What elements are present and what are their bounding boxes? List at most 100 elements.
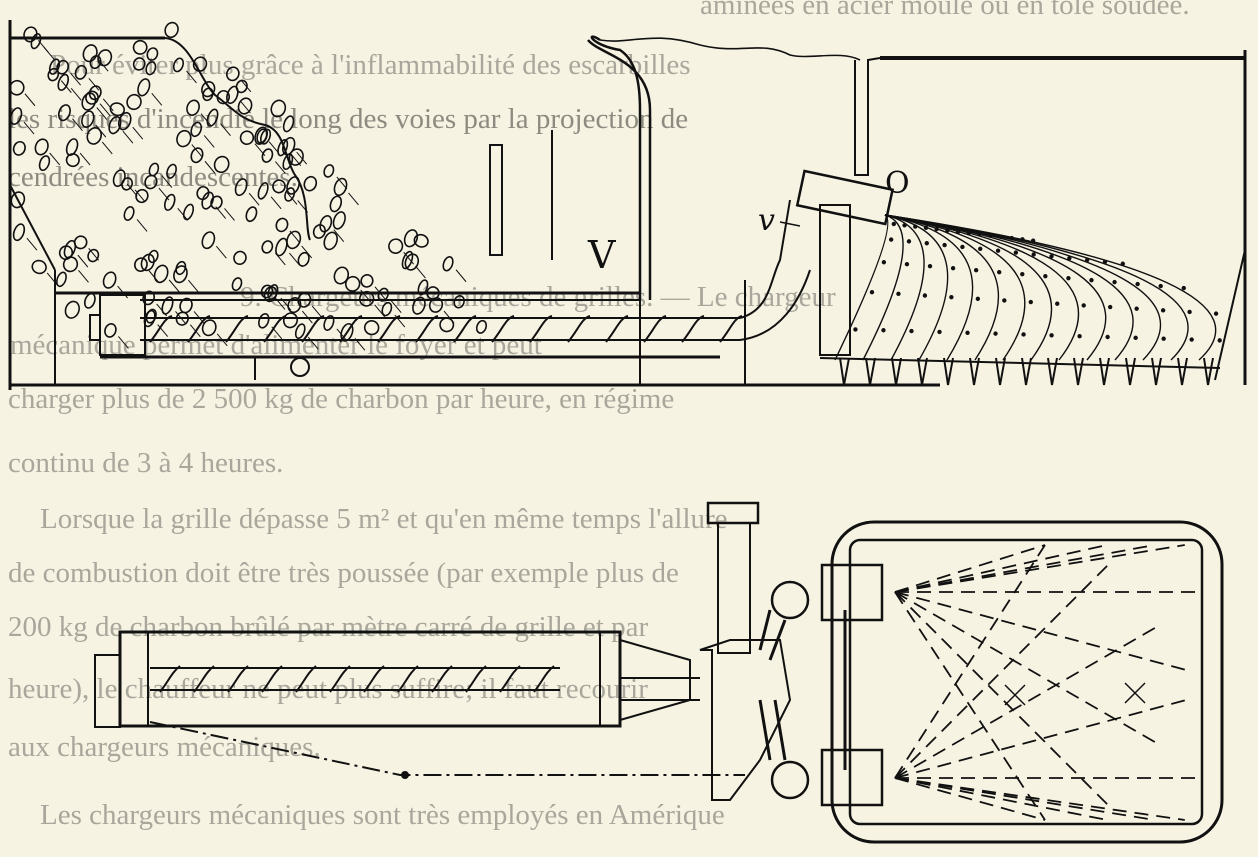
hatch-line <box>200 113 212 127</box>
hatch-line <box>77 254 89 268</box>
coal-piece <box>206 108 219 127</box>
screw-flight <box>187 315 211 343</box>
coal-piece <box>123 205 135 221</box>
coal-piece <box>257 182 269 200</box>
screw-flight <box>431 665 453 693</box>
grate-tooth <box>839 357 850 386</box>
spray-ray <box>894 544 1185 593</box>
coal-particle <box>924 241 929 246</box>
coal-particle <box>1081 303 1086 308</box>
hatch-line <box>220 123 231 137</box>
coal-spray <box>834 214 1222 361</box>
coal-particle <box>950 266 956 271</box>
spray-line <box>884 214 1026 361</box>
grate-bars <box>839 357 1214 386</box>
hatch-line <box>307 336 319 350</box>
hatch-line <box>177 208 189 221</box>
hatch-line <box>188 279 199 293</box>
hatch-line <box>161 175 173 188</box>
coal-piece <box>329 195 343 213</box>
coal-piece <box>64 300 80 319</box>
coal-piece <box>10 191 26 209</box>
screw-flight <box>301 315 325 343</box>
coal-piece <box>282 136 296 156</box>
coal-particle <box>997 269 1002 275</box>
hatch-line <box>99 103 111 116</box>
coal-piece <box>63 239 77 259</box>
screw-flight <box>227 665 249 693</box>
spray-ray <box>894 591 1156 743</box>
coal-piece <box>401 250 414 270</box>
grate-tooth <box>1203 357 1214 386</box>
spray-ray <box>894 565 1108 779</box>
hatch-line <box>101 141 113 155</box>
coal-piece <box>145 308 157 324</box>
grate-tooth <box>1151 357 1162 386</box>
coal-piece <box>9 107 23 126</box>
coal-piece <box>31 259 47 275</box>
screw-flight <box>533 665 555 693</box>
coal-piece <box>286 176 300 195</box>
coal-piece <box>201 319 217 337</box>
coal-piece <box>332 211 346 230</box>
grate-tooth <box>1047 357 1058 386</box>
coal-piece <box>381 301 393 317</box>
coal-piece <box>287 297 302 314</box>
coal-piece <box>176 129 192 148</box>
coal-piece <box>333 177 348 197</box>
coal-piece <box>190 121 203 138</box>
screw-flight <box>567 315 591 343</box>
coal-piece <box>201 191 215 210</box>
hatch-line <box>403 251 415 265</box>
hatch-line <box>296 151 308 165</box>
hatch-line <box>151 93 163 106</box>
spray-ray <box>894 699 1186 779</box>
coal-piece <box>275 217 289 233</box>
hatch-line <box>203 135 215 148</box>
hatch-line <box>336 328 348 342</box>
coal-piece <box>58 245 74 261</box>
coal-piece <box>62 256 79 273</box>
coal-piece <box>360 274 374 288</box>
spray-line <box>884 214 925 361</box>
screw-flights <box>149 315 743 343</box>
coal-particle <box>1161 336 1166 341</box>
coal-piece <box>164 21 179 39</box>
nozzle-upper <box>758 563 884 661</box>
coal-particle <box>869 290 875 295</box>
grate-tooth <box>1073 357 1084 386</box>
plan-furnace <box>758 520 1224 844</box>
screw-flight <box>643 315 667 343</box>
coal-particle <box>1133 335 1138 341</box>
coal-piece <box>82 44 98 63</box>
coal-particle <box>1107 304 1113 310</box>
coal-piece <box>256 128 268 144</box>
hatch-line <box>239 100 251 114</box>
coal-piece <box>312 224 326 239</box>
hatch-line <box>191 144 203 157</box>
spray-ray <box>894 627 1156 779</box>
screw-flight <box>261 665 283 693</box>
coal-piece <box>272 179 286 194</box>
text-line: Les chargeurs mécaniques sont très emplo… <box>40 799 725 831</box>
hatch-line <box>186 70 197 84</box>
screw-flight <box>377 315 401 343</box>
coal-piece <box>202 87 214 102</box>
coal-particle <box>904 262 910 267</box>
coal-particle <box>965 330 970 335</box>
hatch-line <box>118 336 129 349</box>
text-line: 200 kg de charbon brûlé par mètre carré … <box>8 611 649 643</box>
hatch-line <box>46 272 58 286</box>
coal-piece <box>126 93 142 111</box>
coal-piece <box>132 57 146 71</box>
grate-tooth <box>865 357 876 386</box>
coal-piece <box>344 275 361 292</box>
coal-piece <box>475 319 488 334</box>
grate-tooth <box>1125 357 1136 386</box>
coal-particle <box>1134 306 1139 311</box>
coal-piece <box>245 206 258 223</box>
hatch-line <box>96 107 108 120</box>
screw-flight <box>363 665 385 693</box>
coal-piece <box>12 140 26 156</box>
